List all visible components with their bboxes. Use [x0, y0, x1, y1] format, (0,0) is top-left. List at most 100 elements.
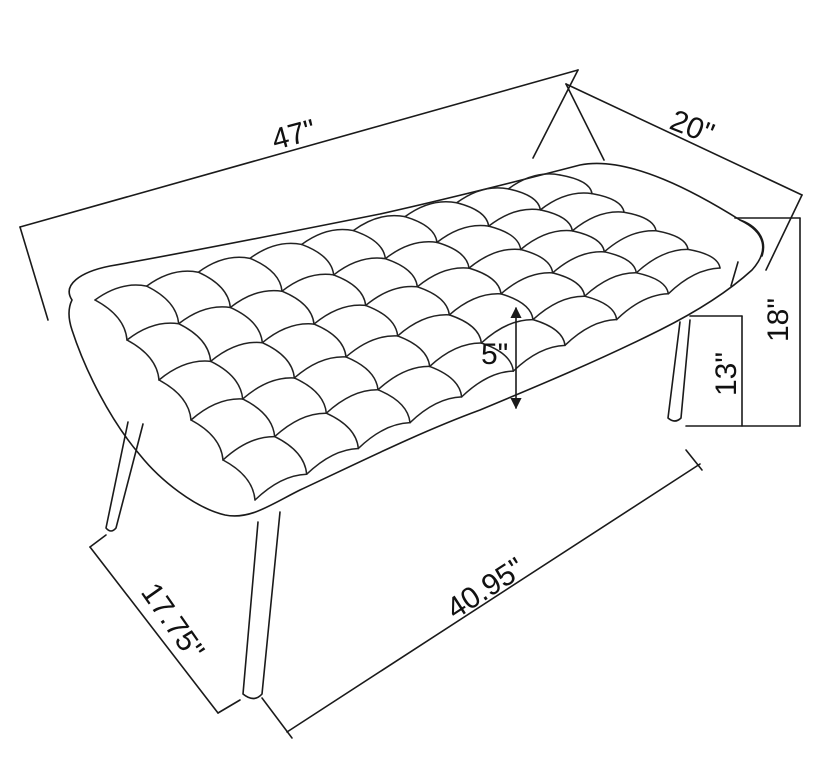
tuft-seam	[209, 360, 244, 400]
tuft-seam	[564, 318, 618, 347]
tuft-seam	[396, 335, 431, 368]
bench-drawing	[68, 162, 765, 700]
tuft-seam	[145, 270, 200, 287]
tuft-seam	[325, 412, 360, 450]
tuft-seam	[209, 341, 264, 363]
tuft-seam	[455, 202, 490, 227]
tuft-seam	[428, 342, 483, 368]
tuft-seam	[300, 228, 355, 246]
tuft-seam	[190, 419, 224, 461]
leg-back-left	[730, 261, 739, 287]
tuft-seam	[384, 257, 419, 288]
tuft-seam	[460, 370, 515, 398]
leg-front-left	[105, 421, 144, 532]
tuft-seam	[273, 435, 308, 475]
length-dimension-line	[19, 69, 579, 228]
tuft-seam	[177, 322, 212, 363]
tuft-seam	[539, 209, 574, 232]
tuft-seam	[126, 322, 180, 341]
tuft-seam	[313, 304, 367, 325]
tuft-seam	[158, 360, 212, 381]
tuft-seam	[377, 389, 411, 424]
tuft-seam	[539, 192, 593, 211]
tuft-seam	[436, 224, 490, 244]
depth-extension-right	[765, 194, 803, 271]
tuft-seam	[507, 173, 561, 190]
tuft-seam	[158, 379, 192, 421]
tuft-seam	[332, 257, 387, 276]
tuft-seam	[583, 272, 638, 297]
tuft-seam	[571, 211, 625, 232]
tuft-seam	[436, 241, 470, 269]
tuft-seam	[448, 314, 483, 344]
tuft-seam	[177, 306, 232, 325]
tuft-seam	[281, 290, 315, 325]
tuft-seam	[293, 377, 328, 414]
tuft-seam	[145, 285, 180, 325]
tuft-seam	[94, 299, 128, 341]
tuft-seam	[364, 304, 399, 337]
tuft-seam	[396, 314, 451, 337]
tuft-seam	[500, 272, 554, 295]
tuft-seam	[345, 335, 399, 358]
tuft-seam	[551, 272, 586, 297]
tuft-seam	[325, 389, 379, 414]
tuft-seam	[468, 248, 522, 269]
tuft-seam	[519, 248, 554, 274]
tuft-seam	[352, 214, 406, 232]
tuft-seam	[416, 286, 451, 316]
depth-dimension-line	[565, 83, 803, 196]
tuft-seam	[603, 251, 638, 274]
tuft-seam	[416, 267, 470, 288]
tuft-seam	[126, 339, 160, 381]
tuft-seam	[352, 229, 387, 260]
tuft-seam	[345, 356, 379, 391]
legs	[105, 261, 739, 700]
tuft-seam	[507, 188, 542, 211]
leg-span-length-extension-left	[261, 697, 293, 739]
tuft-seam	[197, 256, 251, 273]
tuft-seam	[480, 318, 534, 344]
tuft-seam	[468, 267, 502, 295]
tuft-seam	[241, 377, 296, 400]
leg-span-length-extension-right	[685, 449, 703, 471]
tuft-seam	[571, 230, 606, 253]
tuft-seam	[519, 229, 574, 251]
tuft-seam	[249, 257, 283, 292]
tuft-seam	[455, 187, 510, 204]
tuft-seam	[357, 421, 411, 450]
leg-span-depth-extension-bottom	[217, 699, 241, 714]
tuft-seam	[384, 241, 438, 260]
tuft-seam	[487, 225, 522, 251]
leg-height-label: 13"	[710, 352, 743, 396]
tuft-seam	[273, 412, 328, 438]
length-extension-left	[19, 226, 49, 321]
tuft-seam	[667, 267, 721, 295]
tuft-seam	[615, 293, 670, 321]
leg-front-right	[242, 511, 281, 700]
tuft-seam	[532, 295, 586, 321]
tuft-seam	[635, 272, 670, 295]
length-label: 47"	[268, 113, 319, 156]
tuft-seam	[222, 459, 256, 501]
tuft-seam	[305, 447, 360, 475]
tuft-seam	[428, 365, 463, 398]
tuft-seam	[512, 344, 566, 372]
tuft-seam	[229, 289, 283, 309]
tuft-seam	[293, 356, 347, 379]
tuft-seam	[404, 215, 438, 244]
tuft-seam	[197, 271, 232, 309]
tuft-seam	[332, 274, 367, 307]
tuft-seam	[635, 248, 689, 274]
tuft-seam	[500, 293, 534, 321]
tuft-seam	[300, 243, 335, 276]
tuft-seam	[687, 248, 721, 269]
tuft-seam	[229, 306, 264, 344]
tuft-seam	[364, 285, 419, 307]
tuft-seam	[222, 435, 276, 461]
tuft-seam	[94, 284, 148, 301]
tuft-seam	[409, 396, 463, 424]
tuft-seam	[377, 365, 431, 391]
tuft-seam	[487, 208, 542, 227]
